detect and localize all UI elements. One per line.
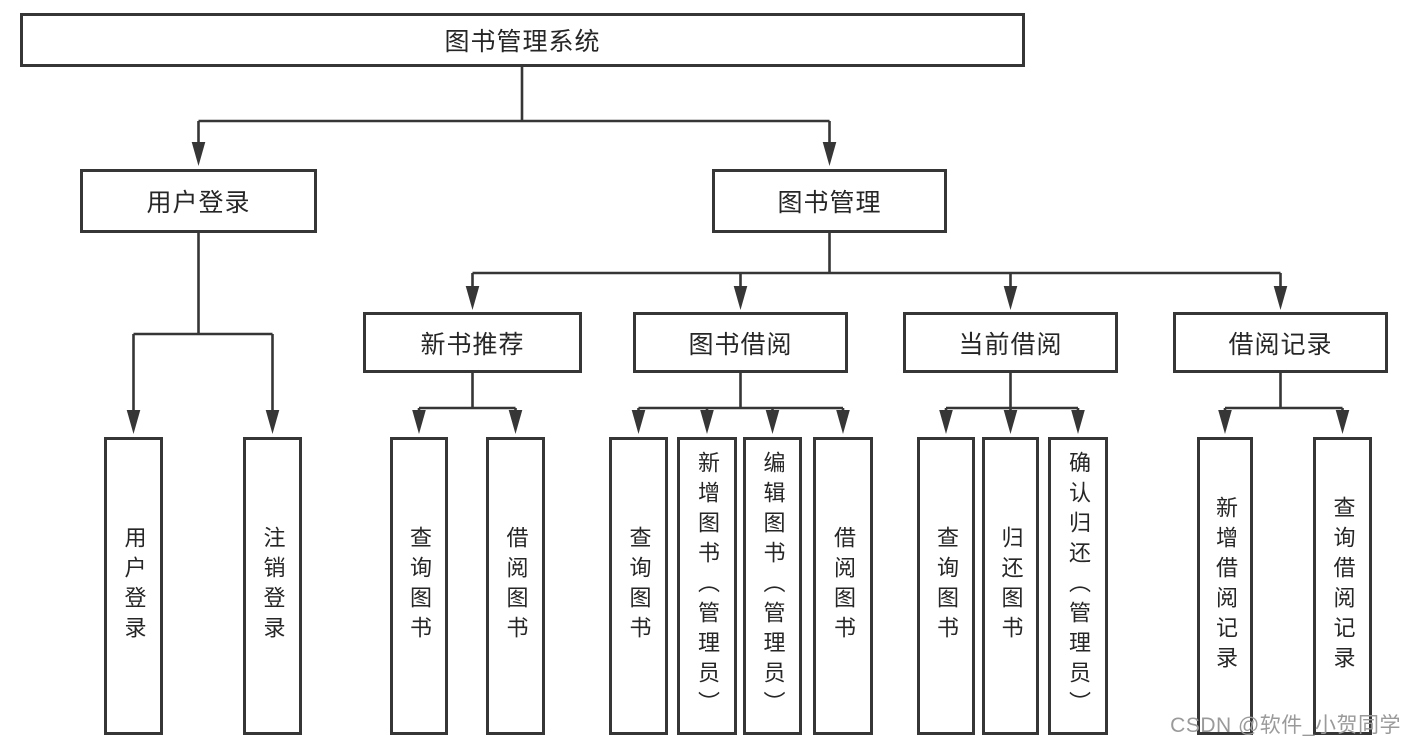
- leaf-user-login: 用户登录: [104, 437, 163, 735]
- arrowhead: [631, 410, 646, 434]
- arrowhead: [1273, 286, 1288, 310]
- leaf-label: 注销登录: [260, 526, 286, 646]
- node-book-borrowing: 图书借阅: [633, 312, 848, 373]
- leaf-current-return-books: 归还图书: [982, 437, 1039, 735]
- wire-records-to-leaves: [1223, 371, 1344, 414]
- leaf-borrowing-query-books: 查询图书: [609, 437, 668, 735]
- leaf-borrowing-borrow-books: 借阅图书: [813, 437, 873, 735]
- arrowhead: [836, 410, 850, 434]
- leaf-label: 确认归还（管理员）: [1066, 451, 1091, 721]
- leaf-borrowing-add-books-admin: 新增图书（管理员）: [677, 437, 737, 735]
- arrowhead: [412, 410, 426, 434]
- wire-recommend-to-leaves: [417, 371, 517, 414]
- wire-bookmgmt-to-level3: [471, 231, 1282, 292]
- arrowhead: [765, 410, 780, 434]
- leaf-recommend-query-books: 查询图书: [390, 437, 448, 735]
- arrowhead: [822, 142, 837, 166]
- arrowhead: [1071, 410, 1085, 434]
- leaf-records-query-borrow-record: 查询借阅记录: [1313, 437, 1372, 735]
- arrowhead: [1003, 410, 1018, 434]
- leaf-current-confirm-return-admin: 确认归还（管理员）: [1048, 437, 1108, 735]
- node-new-book-recommendation: 新书推荐: [363, 312, 582, 373]
- arrowhead: [1335, 410, 1350, 434]
- leaf-label: 查询图书: [407, 526, 432, 646]
- node-current-borrowing: 当前借阅: [903, 312, 1118, 373]
- wire-borrowing-to-leaves: [637, 371, 845, 414]
- arrowhead: [939, 410, 953, 434]
- wire-current-to-leaves: [944, 371, 1080, 414]
- leaf-label: 查询借阅记录: [1330, 496, 1356, 676]
- wire-userlogin-to-leaves: [132, 231, 274, 414]
- leaf-label: 新增图书（管理员）: [695, 451, 720, 721]
- csdn-watermark: CSDN @软件_小贺同学: [1170, 714, 1401, 737]
- leaf-logout-login: 注销登录: [243, 437, 302, 735]
- leaf-borrowing-edit-books-admin: 编辑图书（管理员）: [743, 437, 802, 735]
- leaf-recommend-borrow-books: 借阅图书: [486, 437, 545, 735]
- arrowheads: [126, 142, 1350, 434]
- leaf-label: 归还图书: [998, 526, 1024, 646]
- arrowhead: [1003, 286, 1018, 310]
- node-user-login: 用户登录: [80, 169, 317, 233]
- node-root-library-management-system: 图书管理系统: [20, 13, 1025, 67]
- wire-root-to-level2: [197, 65, 831, 146]
- leaf-current-query-books: 查询图书: [917, 437, 975, 735]
- leaf-records-add-borrow-record: 新增借阅记录: [1197, 437, 1253, 735]
- leaf-label: 查询图书: [934, 526, 959, 646]
- leaf-label: 用户登录: [121, 526, 147, 646]
- arrowhead: [508, 410, 523, 434]
- arrowhead: [700, 410, 714, 434]
- leaf-label: 编辑图书（管理员）: [760, 451, 786, 721]
- leaf-label: 借阅图书: [503, 526, 529, 646]
- arrowhead: [465, 286, 480, 310]
- arrowhead: [733, 286, 748, 310]
- arrowhead: [1218, 410, 1232, 434]
- arrowhead: [191, 142, 206, 166]
- node-borrowing-records: 借阅记录: [1173, 312, 1388, 373]
- node-book-management: 图书管理: [712, 169, 947, 233]
- leaf-label: 新增借阅记录: [1213, 496, 1238, 676]
- arrowhead: [126, 410, 141, 434]
- leaf-label: 借阅图书: [831, 526, 856, 646]
- leaf-label: 查询图书: [626, 526, 652, 646]
- arrowhead: [265, 410, 280, 434]
